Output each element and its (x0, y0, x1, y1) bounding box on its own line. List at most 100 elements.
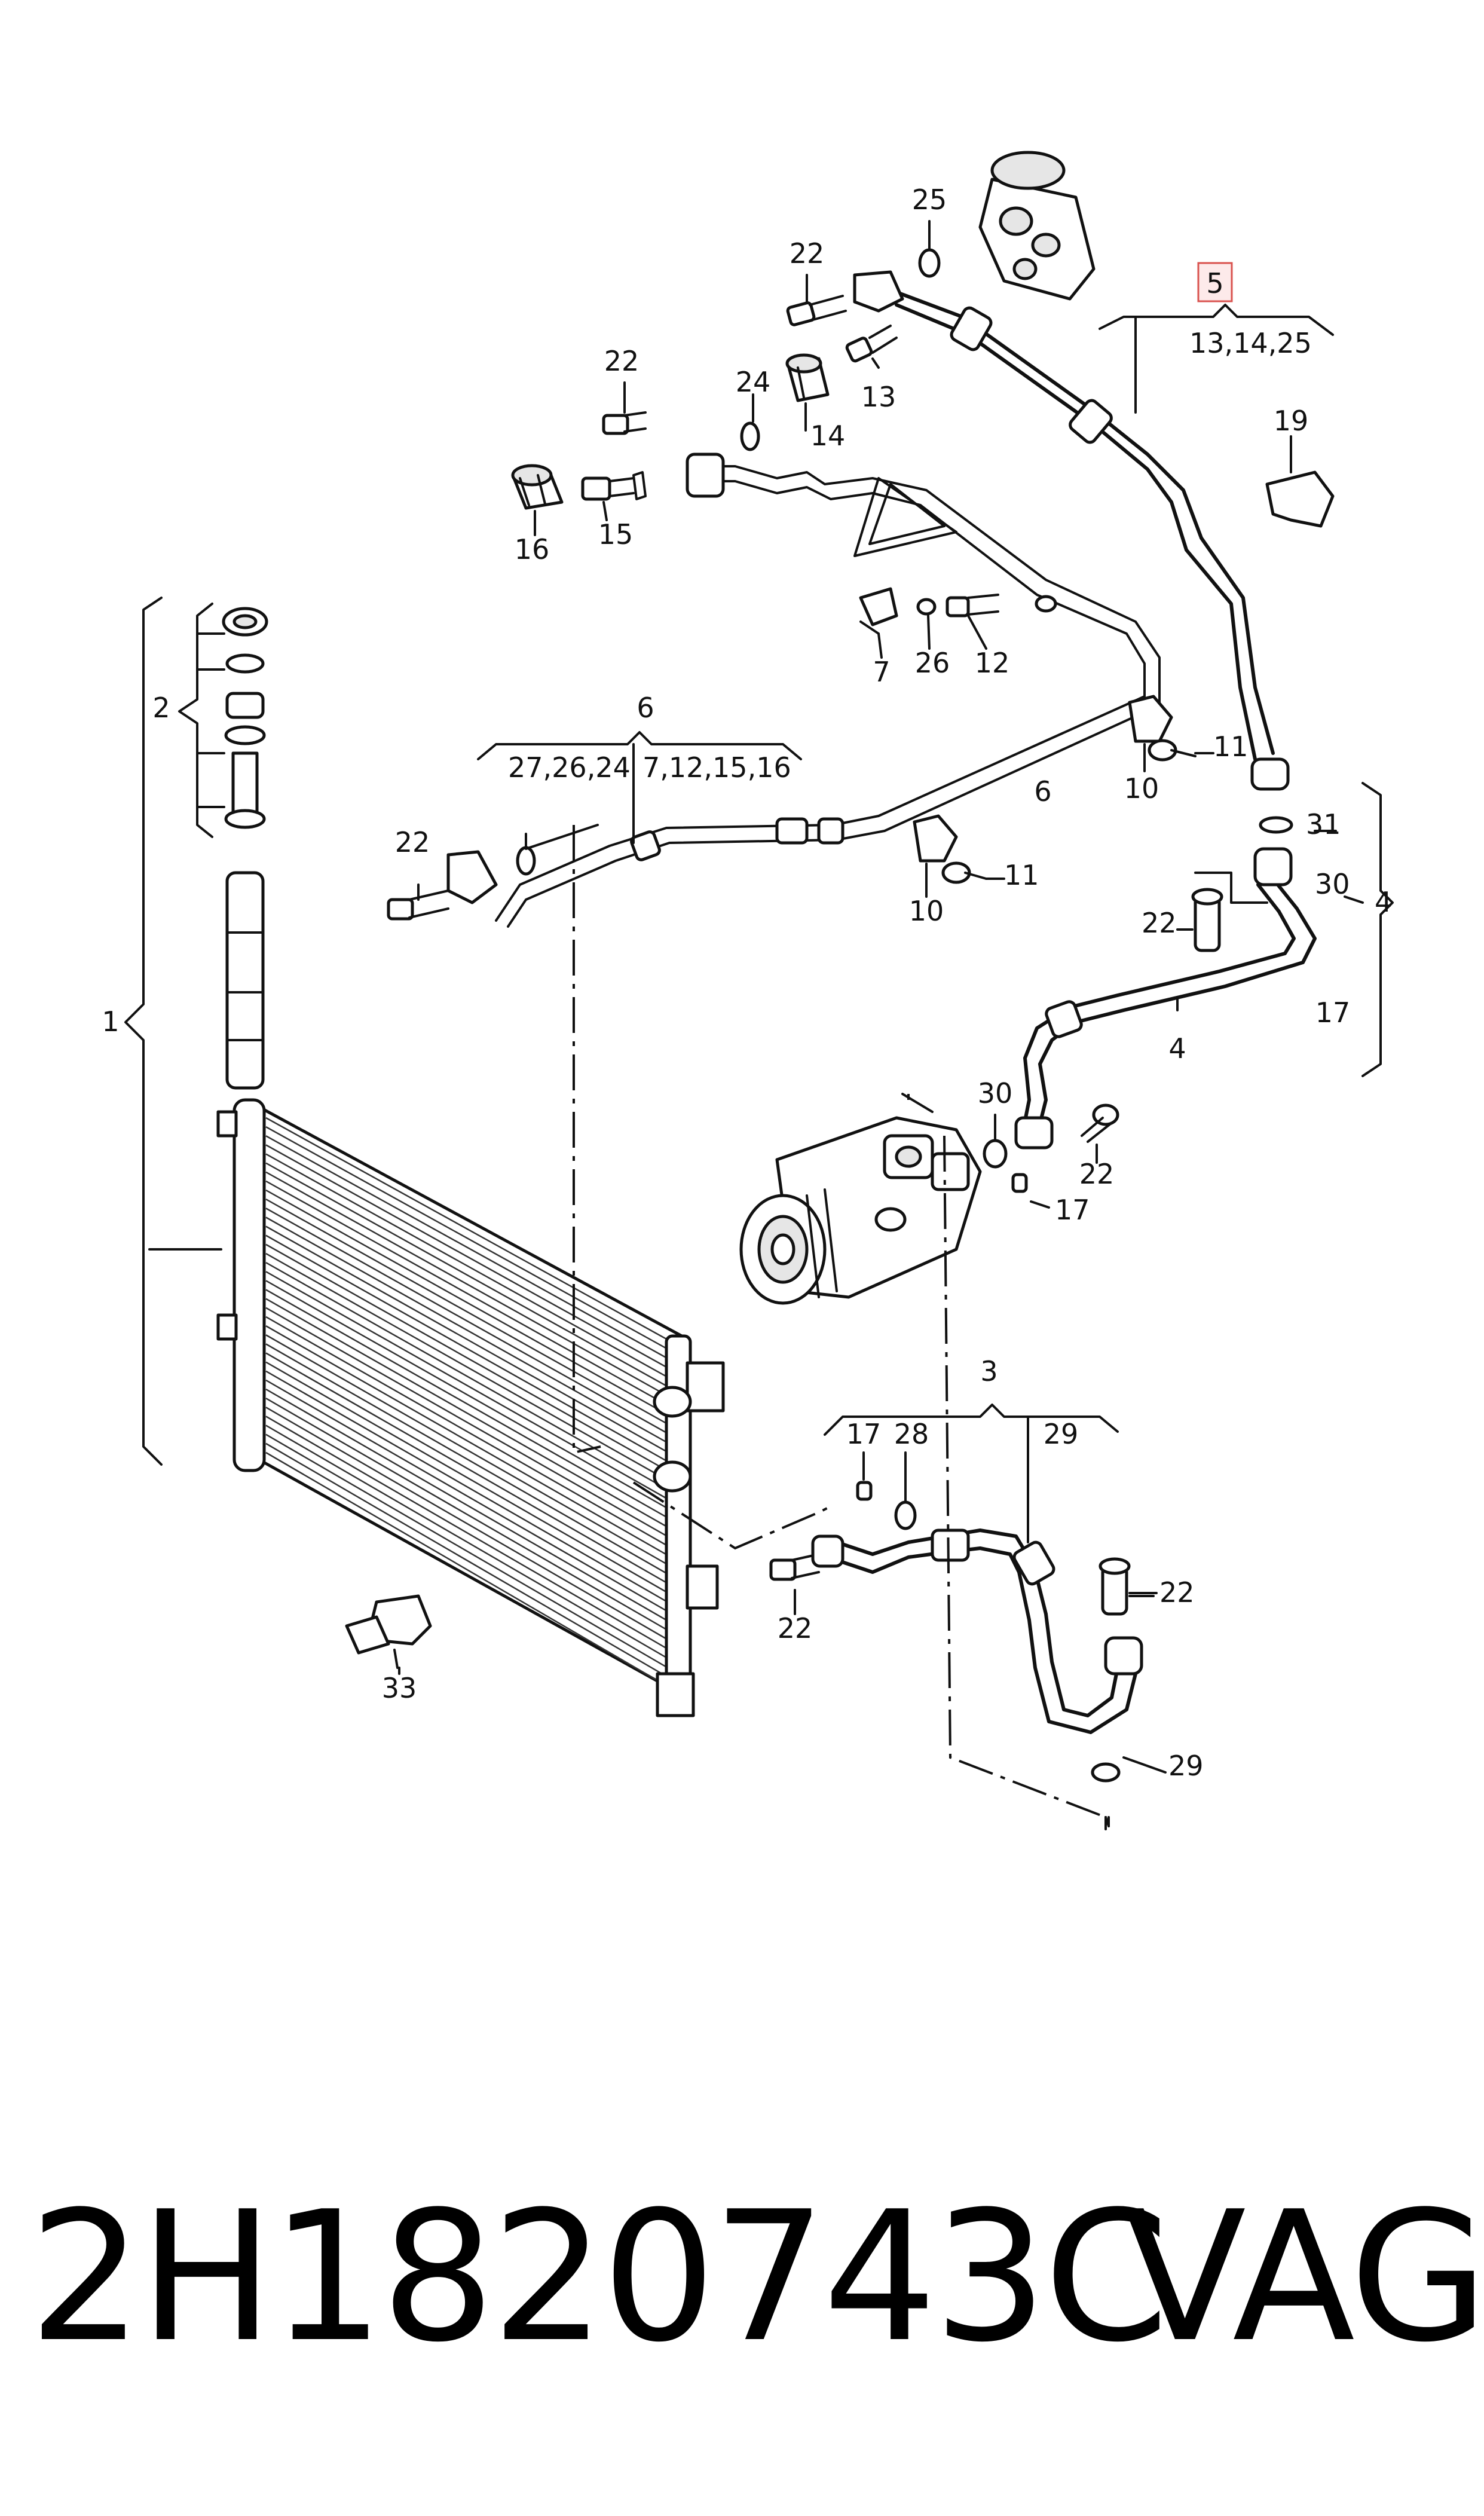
label-10-lower: 10 (909, 895, 944, 927)
condenser-fin (265, 1289, 667, 1518)
label-5: 5 (1206, 267, 1223, 299)
label-10-upper: 10 (1124, 772, 1159, 805)
condenser-fin (265, 1234, 667, 1462)
label-3: 3 (980, 1355, 998, 1387)
label-4-pipe: 4 (1168, 1032, 1186, 1065)
ac-system-exploded-diagram: 5 13,14,25 25 22 22 24 13 14 19 15 16 7 … (102, 151, 1394, 1830)
label-11-upper: 11 (1213, 730, 1249, 763)
label-19: 19 (1274, 405, 1309, 437)
label-6-sub-a: 27,26,24 (508, 751, 631, 784)
label-12: 12 (975, 647, 1010, 679)
label-17-lower: 17 (846, 1418, 882, 1450)
clip-19 (1265, 470, 1335, 528)
condenser-fin (265, 1298, 667, 1527)
cap-14 (785, 353, 830, 402)
label-29-group: 29 (1044, 1418, 1079, 1450)
condenser-fin (265, 1117, 667, 1340)
condenser-fin (265, 1126, 667, 1349)
condenser-fin (265, 1325, 667, 1555)
label-31: 31 (1306, 808, 1341, 840)
compressor (739, 1116, 982, 1305)
condenser (216, 1098, 725, 1717)
condenser-fin (265, 1216, 667, 1443)
label-29-ring: 29 (1168, 1750, 1204, 1782)
label-25: 25 (912, 184, 947, 216)
condenser-fin (265, 1388, 667, 1621)
label-22-lower-left: 22 (778, 1612, 813, 1644)
condenser-fin (265, 1252, 667, 1481)
bolt-22-right (1191, 888, 1223, 952)
valve-12 (946, 594, 999, 617)
condenser-fin (265, 1243, 667, 1471)
condenser-fin (265, 1416, 667, 1649)
label-22-compressor: 22 (1079, 1158, 1115, 1190)
bolt-22-upper-left (602, 411, 647, 435)
o-ring-30 (983, 1139, 1008, 1169)
receiver-dryer (222, 607, 268, 1090)
condenser-fin (265, 1180, 667, 1405)
condenser-fin (265, 1262, 667, 1490)
sensor-7 (859, 587, 898, 635)
condenser-fin (265, 1207, 667, 1433)
o-ring-24 (740, 421, 760, 451)
cap-16 (511, 464, 564, 510)
condenser-fin (265, 1307, 667, 1537)
bolt-22-lower-left (769, 1553, 820, 1581)
condenser-fin (265, 1361, 667, 1593)
condenser-fin (265, 1189, 667, 1415)
label-22-upper-left: 22 (604, 345, 640, 377)
o-ring-27 (516, 846, 536, 876)
label-24: 24 (736, 366, 771, 398)
brand-name: VAG (1124, 2173, 1484, 2382)
screw-11-lower (941, 861, 987, 884)
pressure-sensor-33 (345, 1594, 432, 1669)
bracket-1 (124, 597, 163, 1466)
condenser-fin (265, 1144, 667, 1368)
label-4-group: 4 (1375, 886, 1392, 918)
condenser-fin (265, 1135, 667, 1359)
pin-17-lower (856, 1481, 873, 1501)
expansion-valve (978, 151, 1096, 301)
bolt-22-compressor (1081, 1103, 1119, 1143)
condenser-fin (265, 1424, 667, 1659)
label-2: 2 (152, 692, 170, 724)
bolt-22-mid-left (387, 889, 449, 921)
o-ring-25 (918, 248, 941, 278)
condenser-fin (265, 1171, 667, 1396)
highlight-box-5 (1197, 262, 1233, 302)
pin-17 (1011, 1173, 1028, 1193)
condenser-fin (265, 1352, 667, 1583)
label-1: 1 (102, 1005, 119, 1038)
condenser-fin (265, 1153, 667, 1377)
label-5-sub: 13,14,25 (1189, 327, 1312, 359)
valve-13 (845, 325, 898, 363)
condenser-fin (265, 1334, 667, 1565)
clip-10-lower (913, 814, 958, 863)
bracket-2 (178, 603, 213, 838)
condenser-fin (265, 1343, 667, 1574)
condenser-fin (265, 1379, 667, 1612)
label-11-lower: 11 (1004, 859, 1039, 891)
label-17-compressor: 17 (1055, 1194, 1090, 1226)
label-30-compressor: 30 (978, 1077, 1013, 1109)
label-6-pipe: 6 (1034, 775, 1051, 808)
label-22-lower-right: 22 (1159, 1576, 1195, 1609)
label-33: 33 (382, 1672, 417, 1704)
label-13: 13 (861, 381, 896, 413)
condenser-fin (265, 1199, 667, 1424)
condenser-fin (265, 1442, 667, 1677)
label-28: 28 (894, 1418, 929, 1450)
label-26: 26 (915, 647, 950, 679)
screw-11-upper (1148, 739, 1197, 762)
label-22-top: 22 (790, 237, 825, 270)
label-7: 7 (873, 656, 890, 688)
valve-15 (581, 471, 647, 501)
condenser-fin (265, 1370, 667, 1603)
condenser-fin (265, 1316, 667, 1546)
callout-labels: 5 13,14,25 25 22 22 24 13 14 19 15 16 7 … (102, 184, 1392, 1782)
label-30-right: 30 (1315, 868, 1350, 900)
o-ring-29 (1091, 1762, 1121, 1783)
bolt-22-top (786, 295, 847, 326)
condenser-fin (265, 1398, 667, 1631)
o-ring-28 (894, 1500, 917, 1530)
